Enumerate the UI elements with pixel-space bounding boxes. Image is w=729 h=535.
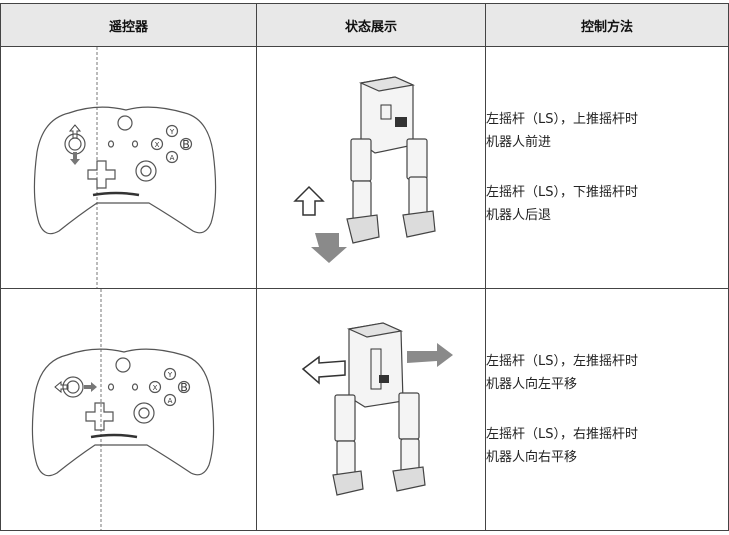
table-row: Y X B A: [0, 288, 729, 531]
robot-forward-backward-icon: [293, 76, 436, 263]
controller-cell: Y X B A: [0, 46, 257, 289]
method-line: 左摇杆（LS），右推摇杆时: [486, 427, 638, 442]
method-cell: 左摇杆（LS），上推摇杆时 机器人前进 左摇杆（LS），下推摇杆时 机器人后退: [485, 46, 729, 289]
gamepad-left-stick-left-right-icon: Y X B A: [31, 289, 215, 530]
button-y-label: Y: [167, 371, 173, 379]
header-method: 控制方法: [485, 3, 729, 47]
status-cell: [256, 288, 486, 531]
header-status: 状态展示: [256, 3, 486, 47]
status-cell: [256, 46, 486, 289]
robot-strafe-left-right-icon: [301, 322, 453, 496]
control-table: 遥控器 状态展示 控制方法: [0, 3, 729, 531]
controller-cell: Y X B A: [0, 288, 257, 531]
method-line: 机器人向左平移: [486, 377, 578, 392]
method-line: 左摇杆（LS），左推摇杆时: [486, 354, 638, 369]
header-row: 遥控器 状态展示 控制方法: [0, 3, 729, 47]
method-line: 机器人前进: [486, 135, 552, 150]
method-line: 机器人向右平移: [486, 450, 578, 465]
button-b-label: B: [180, 381, 188, 394]
button-y-label: Y: [169, 128, 175, 136]
table-row: Y X B A: [0, 46, 729, 289]
button-a-label: A: [170, 154, 175, 162]
method-line: 机器人后退: [486, 208, 552, 223]
method-line: 左摇杆（LS），上推摇杆时: [486, 112, 638, 127]
button-a-label: A: [168, 397, 173, 405]
button-x-label: X: [155, 141, 160, 149]
method-cell: 左摇杆（LS），左推摇杆时 机器人向左平移 左摇杆（LS），右推摇杆时 机器人向…: [485, 288, 729, 531]
method-line: 左摇杆（LS），下推摇杆时: [486, 185, 638, 200]
header-controller: 遥控器: [0, 3, 257, 47]
button-x-label: X: [153, 384, 158, 392]
button-b-label: B: [182, 138, 190, 151]
gamepad-left-stick-up-down-icon: Y X B A: [33, 47, 217, 288]
